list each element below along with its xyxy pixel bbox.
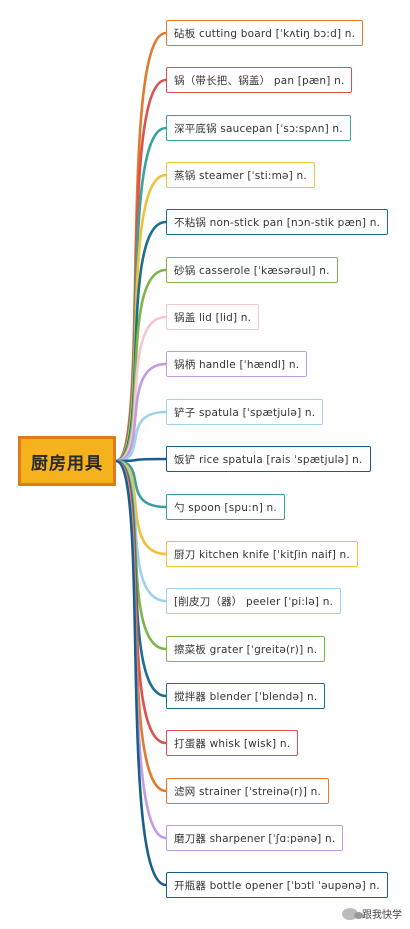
item-node: 锅柄 handle [ˈhændl] n. bbox=[166, 351, 308, 377]
item-node: 锅盖 lid [lid] n. bbox=[166, 304, 260, 330]
watermark: 跟我快学 bbox=[342, 906, 402, 921]
item-label: 砂锅 casserole [ˈkæsərəul] n. bbox=[174, 264, 330, 277]
item-label: 铲子 spatula [ˈspætjulə] n. bbox=[174, 406, 316, 419]
connector-line bbox=[114, 315, 168, 463]
item-node: [削皮刀（器） peeler [ˈpi:lə] n. bbox=[166, 588, 342, 614]
item-node: 滤网 strainer [ˈstreinə(r)] n. bbox=[166, 778, 330, 804]
item-node: 砧板 cutting board [ˈkʌtiŋ bɔ:d] n. bbox=[166, 20, 364, 46]
item-label: 锅盖 lid [lid] n. bbox=[174, 311, 252, 324]
item-label: 打蛋器 whisk [wisk] n. bbox=[174, 737, 291, 750]
item-label: 擦菜板 grater [ˈgreitə(r)] n. bbox=[174, 643, 318, 656]
item-label: 勺 spoon [spu:n] n. bbox=[174, 501, 277, 514]
item-node: 不粘锅 non-stick pan [nɔn-stik pæn] n. bbox=[166, 209, 389, 235]
connector-line bbox=[114, 31, 168, 463]
item-node: 勺 spoon [spu:n] n. bbox=[166, 494, 285, 520]
item-node: 开瓶器 bottle opener [ˈbɔtl ˈəupənə] n. bbox=[166, 872, 388, 898]
item-node: 铲子 spatula [ˈspætjulə] n. bbox=[166, 399, 324, 425]
item-node: 搅拌器 blender [ˈblendə] n. bbox=[166, 683, 326, 709]
item-node: 饭铲 rice spatula [rais ˈspætjulə] n. bbox=[166, 446, 371, 472]
connector-line bbox=[114, 457, 168, 463]
item-label: 厨刀 kitchen knife [ˈkitʃin naif] n. bbox=[174, 548, 350, 561]
root-node: 厨房用具 bbox=[18, 436, 116, 486]
item-label: [削皮刀（器） peeler [ˈpi:lə] n. bbox=[174, 595, 334, 608]
connector-line bbox=[114, 459, 168, 745]
item-label: 蒸锅 steamer [ˈsti:mə] n. bbox=[174, 169, 307, 182]
item-label: 搅拌器 blender [ˈblendə] n. bbox=[174, 690, 318, 703]
connector-line bbox=[114, 459, 168, 651]
item-label: 锅柄 handle [ˈhændl] n. bbox=[174, 358, 300, 371]
item-node: 磨刀器 sharpener [ˈʃɑ:pənə] n. bbox=[166, 825, 344, 851]
wechat-icon bbox=[342, 907, 363, 920]
connector-line bbox=[114, 410, 168, 463]
item-label: 饭铲 rice spatula [rais ˈspætjulə] n. bbox=[174, 453, 363, 466]
item-node: 深平底锅 saucepan [ˈsɔ:spʌn] n. bbox=[166, 115, 351, 141]
item-label: 深平底锅 saucepan [ˈsɔ:spʌn] n. bbox=[174, 122, 343, 135]
watermark-label: 跟我快学 bbox=[362, 910, 402, 921]
connector-line bbox=[114, 362, 168, 463]
connector-line bbox=[114, 459, 168, 887]
item-node: 砂锅 casserole [ˈkæsərəul] n. bbox=[166, 257, 338, 283]
item-label: 砧板 cutting board [ˈkʌtiŋ bɔ:d] n. bbox=[174, 27, 356, 40]
item-node: 锅（带长把、锅盖） pan [pæn] n. bbox=[166, 67, 353, 93]
item-node: 厨刀 kitchen knife [ˈkitʃin naif] n. bbox=[166, 541, 358, 567]
item-label: 磨刀器 sharpener [ˈʃɑ:pənə] n. bbox=[174, 832, 336, 845]
item-node: 打蛋器 whisk [wisk] n. bbox=[166, 730, 299, 756]
item-label: 开瓶器 bottle opener [ˈbɔtl ˈəupənə] n. bbox=[174, 879, 380, 892]
item-node: 蒸锅 steamer [ˈsti:mə] n. bbox=[166, 162, 315, 188]
item-label: 不粘锅 non-stick pan [nɔn-stik pæn] n. bbox=[174, 216, 381, 229]
item-label: 滤网 strainer [ˈstreinə(r)] n. bbox=[174, 785, 322, 798]
root-label: 厨房用具 bbox=[31, 453, 103, 474]
item-label: 锅（带长把、锅盖） pan [pæn] n. bbox=[174, 74, 345, 87]
item-node: 擦菜板 grater [ˈgreitə(r)] n. bbox=[166, 636, 326, 662]
